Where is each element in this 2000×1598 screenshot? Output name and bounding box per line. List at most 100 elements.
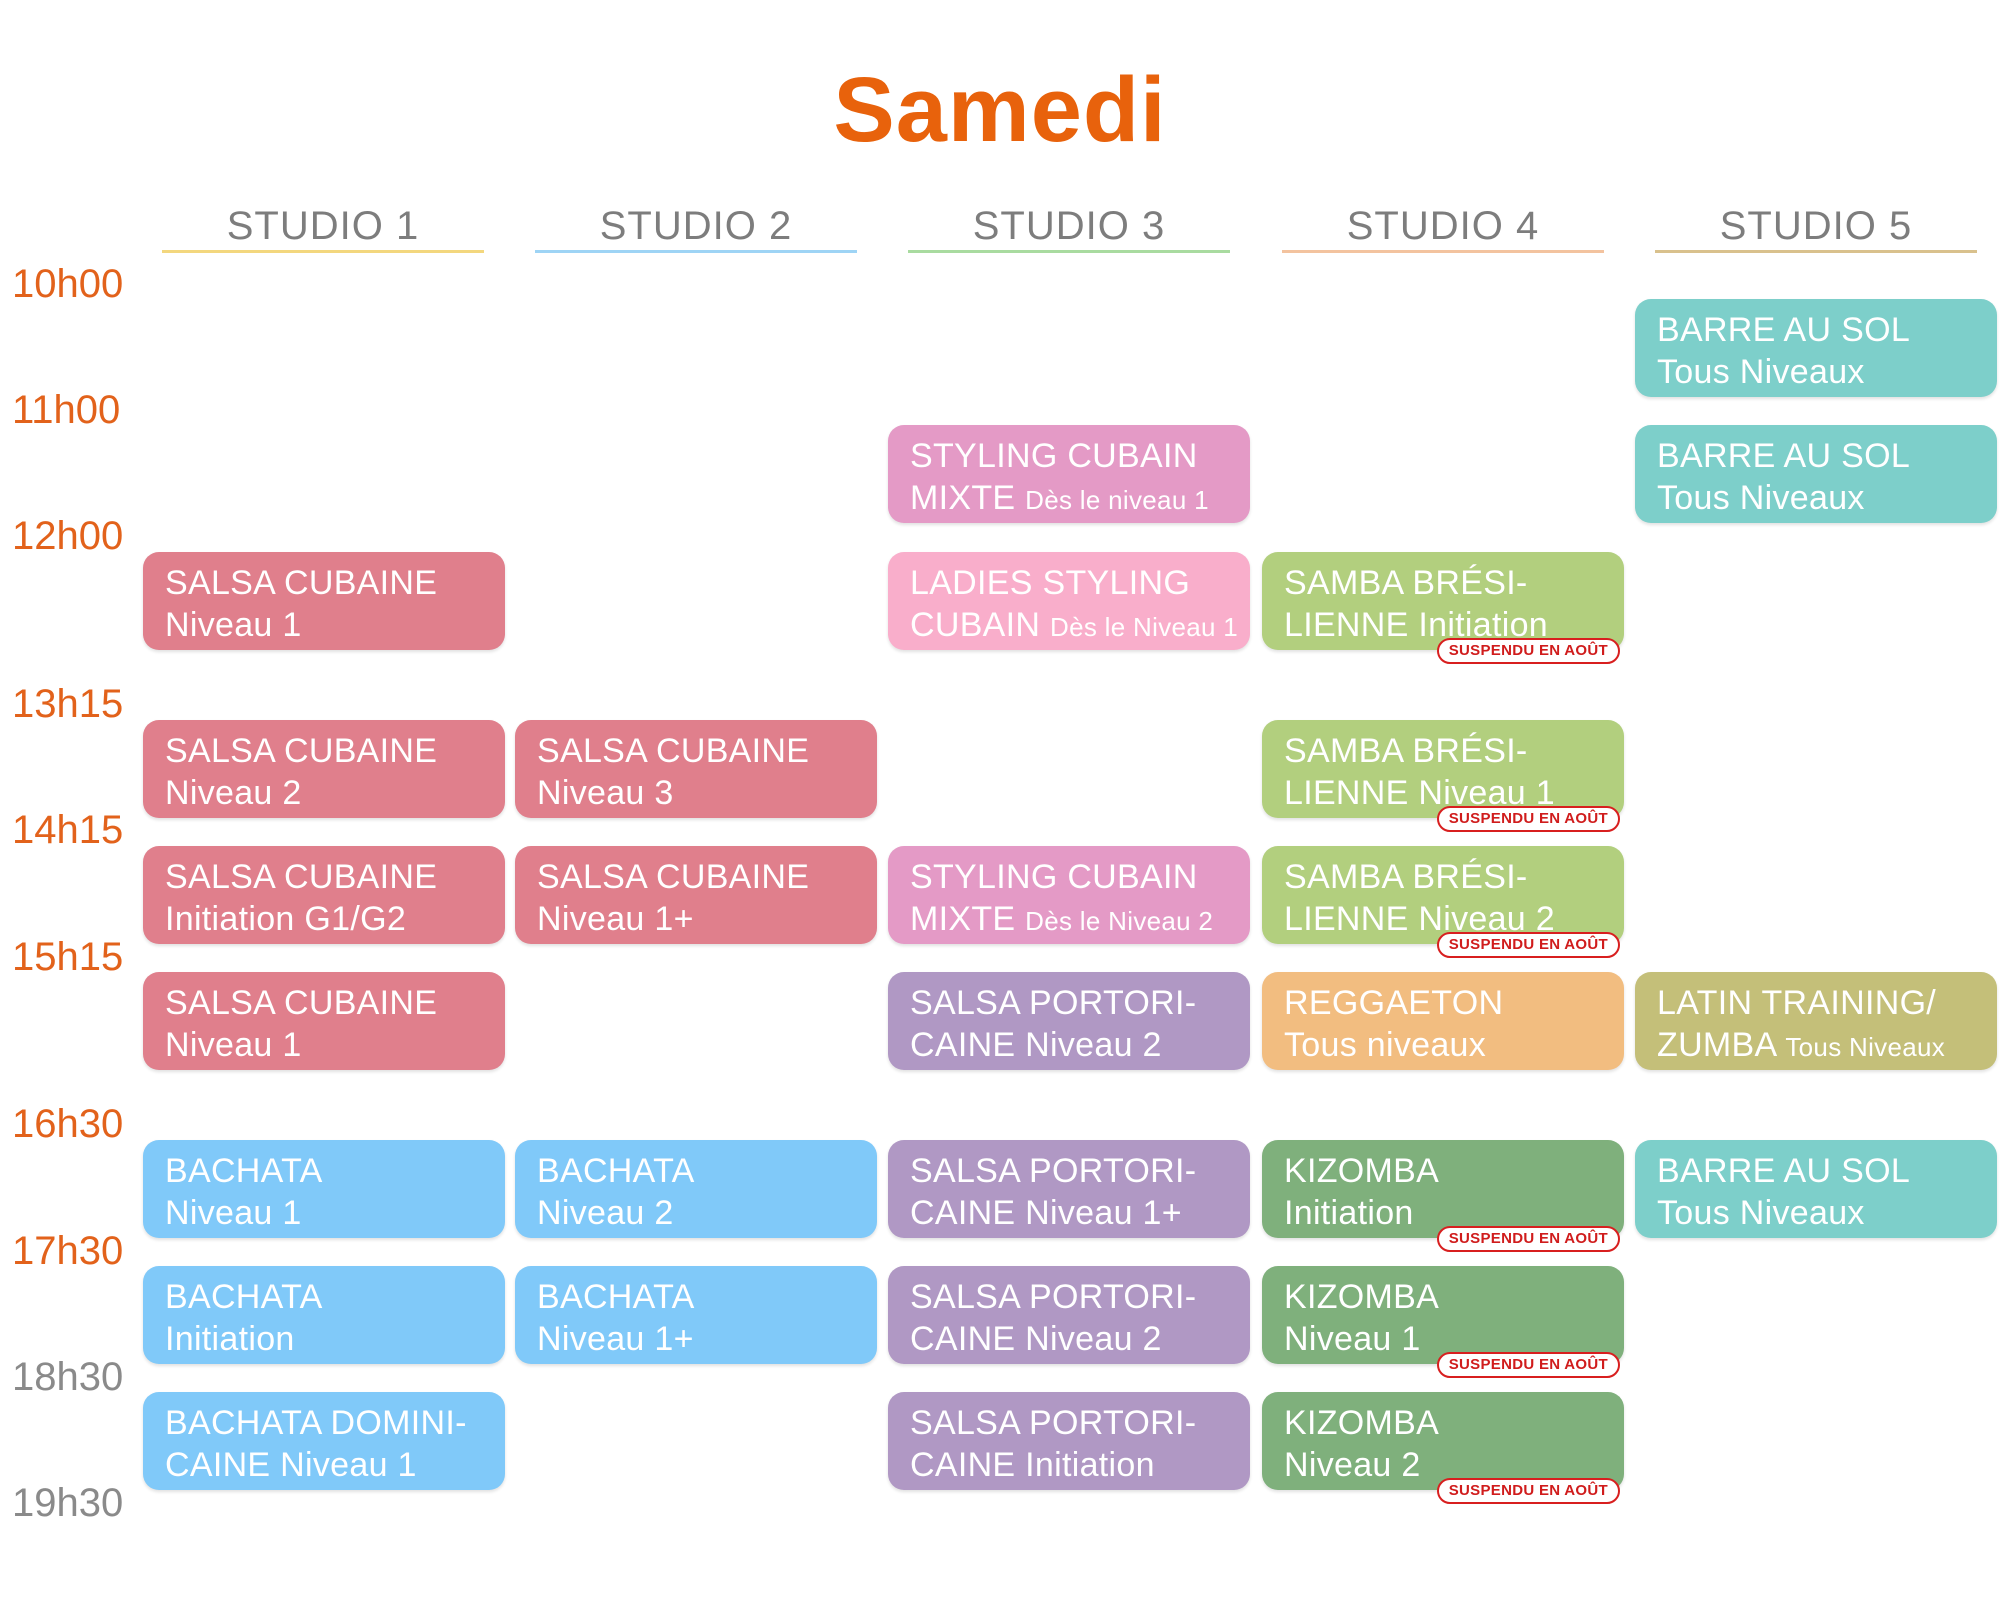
class-level: Tous Niveaux [1657, 1192, 1977, 1234]
class-level-text: Niveau 2 [1284, 1446, 1421, 1484]
class-name: SALSA CUBAINE [165, 732, 438, 770]
studio-header-1: STUDIO 1 [226, 204, 420, 248]
class-level-note: Tous Niveaux [1785, 1032, 1946, 1062]
class-name: SALSA CUBAINE [165, 564, 438, 602]
class-level: Initiation [1284, 1192, 1604, 1234]
class-block[interactable]: SALSA CUBAINE Niveau 1 [143, 972, 505, 1070]
class-level: CAINE Niveau 1+ [910, 1192, 1230, 1234]
class-level: Niveau 2 [1284, 1444, 1604, 1486]
class-level-text: Niveau 3 [537, 774, 674, 812]
class-level: MIXTE Dès le Niveau 2 [910, 898, 1230, 942]
class-level: Niveau 1 [1284, 1318, 1604, 1360]
studio-underline-4 [1282, 250, 1604, 253]
class-name: BARRE AU SOL [1657, 1152, 1911, 1190]
class-name: BARRE AU SOL [1657, 311, 1911, 349]
studio-header-3: STUDIO 3 [972, 204, 1166, 248]
class-level: Tous niveaux [1284, 1024, 1604, 1066]
class-level-text: CAINE Niveau 1 [165, 1446, 417, 1484]
class-level-text: CUBAIN [910, 606, 1051, 644]
class-level-text: Tous Niveaux [1657, 353, 1865, 391]
class-level: Initiation [165, 1318, 485, 1360]
class-level-text: Niveau 1 [165, 1026, 302, 1064]
time-label: 10h00 [12, 262, 124, 306]
class-level-text: LIENNE Niveau 1 [1284, 774, 1555, 812]
time-label: 15h15 [12, 935, 124, 979]
class-block[interactable]: SALSA PORTORI-CAINE Niveau 2 [888, 1266, 1250, 1364]
class-block[interactable]: BACHATA DOMINI- CAINE Niveau 1 [143, 1392, 505, 1490]
class-name: KIZOMBA [1284, 1152, 1440, 1190]
class-level-text: CAINE Niveau 2 [910, 1026, 1162, 1064]
class-name: STYLING CUBAIN [910, 437, 1198, 475]
class-level-text: Initiation G1/G2 [165, 900, 407, 938]
class-block[interactable]: BARRE AU SOL Tous Niveaux [1635, 425, 1997, 523]
class-name: BACHATA [165, 1152, 323, 1190]
class-name: SALSA PORTORI- [910, 1278, 1197, 1316]
studio-underline-2 [535, 250, 857, 253]
class-block[interactable]: BARRE AU SOL Tous Niveaux [1635, 299, 1997, 397]
class-level: Niveau 2 [537, 1192, 857, 1234]
time-label: 12h00 [12, 514, 124, 558]
class-level: Niveau 2 [165, 772, 485, 814]
class-level: Niveau 3 [537, 772, 857, 814]
time-label: 13h15 [12, 682, 124, 726]
class-name: LATIN TRAINING/ [1657, 984, 1937, 1022]
page-title: Samedi [833, 59, 1167, 161]
class-name: SAMBA BRÉSI- [1284, 564, 1528, 602]
class-level-text: Niveau 1+ [537, 1320, 694, 1358]
class-name: SALSA CUBAINE [165, 984, 438, 1022]
class-block[interactable]: LATIN TRAINING/ZUMBA Tous Niveaux [1635, 972, 1997, 1070]
class-level: Niveau 1 [165, 1024, 485, 1066]
class-block[interactable]: SALSA PORTORI-CAINE Initiation [888, 1392, 1250, 1490]
class-name: SAMBA BRÉSI- [1284, 858, 1528, 896]
class-block[interactable]: SALSA CUBAINE Niveau 1 [143, 552, 505, 650]
studio-header-5: STUDIO 5 [1719, 204, 1913, 248]
class-block[interactable]: SALSA PORTORI-CAINE Niveau 2 [888, 972, 1250, 1070]
studio-header-2: STUDIO 2 [599, 204, 793, 248]
class-block[interactable]: BACHATA Niveau 1+ [515, 1266, 877, 1364]
class-level: LIENNE Niveau 2 [1284, 898, 1604, 940]
class-level-text: Tous Niveaux [1657, 479, 1865, 517]
class-level: Tous Niveaux [1657, 477, 1977, 519]
class-name: BACHATA DOMINI- [165, 1404, 467, 1442]
class-level-note: Dès le Niveau 1 [1050, 612, 1239, 642]
class-level-text: MIXTE [910, 900, 1026, 938]
class-level-text: Initiation [165, 1320, 295, 1358]
suspended-badge: SUSPENDU EN AOÛT [1436, 1226, 1620, 1252]
class-level-text: Niveau 1+ [537, 900, 694, 938]
suspended-badge: SUSPENDU EN AOÛT [1436, 932, 1620, 958]
class-level-text: Niveau 2 [537, 1194, 674, 1232]
class-name: BACHATA [537, 1278, 695, 1316]
class-level-text: CAINE Initiation [910, 1446, 1155, 1484]
class-block[interactable]: SALSA CUBAINE Initiation G1/G2 [143, 846, 505, 944]
time-label: 14h15 [12, 808, 124, 852]
suspended-badge: SUSPENDU EN AOÛT [1436, 1478, 1620, 1504]
class-level: CAINE Niveau 1 [165, 1444, 485, 1486]
class-name: BARRE AU SOL [1657, 437, 1911, 475]
class-level: ZUMBA Tous Niveaux [1657, 1024, 1977, 1068]
class-name: SALSA PORTORI- [910, 1152, 1197, 1190]
class-level-text: ZUMBA [1657, 1026, 1786, 1064]
class-name: SALSA CUBAINE [165, 858, 438, 896]
class-block[interactable]: SALSA PORTORI- CAINE Niveau 1+ [888, 1140, 1250, 1238]
class-level-text: CAINE Niveau 1+ [910, 1194, 1182, 1232]
class-level-text: Initiation [1284, 1194, 1414, 1232]
time-label: 11h00 [12, 388, 121, 432]
class-level-text: Niveau 1 [165, 606, 302, 644]
